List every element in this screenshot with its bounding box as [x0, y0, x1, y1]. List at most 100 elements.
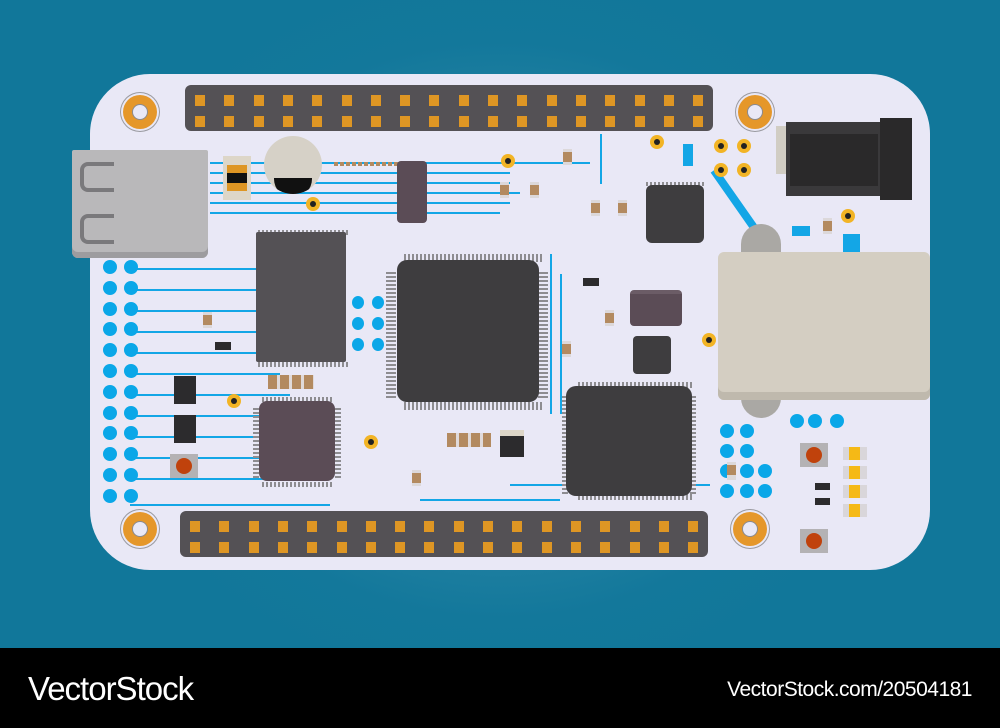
header-pin [365, 542, 376, 553]
chip-pins [253, 408, 259, 478]
header-pin [248, 542, 259, 553]
pad [372, 296, 384, 309]
pad [740, 464, 754, 478]
header-pin [629, 521, 640, 532]
usb-slot-icon [80, 162, 114, 192]
header-pin [483, 521, 493, 532]
pad [124, 405, 138, 420]
capacitor [630, 290, 682, 326]
small-chip [633, 336, 671, 374]
header-pin [190, 542, 200, 553]
header-pin [400, 95, 411, 106]
trace [710, 168, 758, 230]
voltage-regulator [500, 430, 524, 466]
chip-pins [404, 402, 542, 410]
header-pin [517, 116, 528, 127]
chip-pins [258, 362, 350, 367]
pad [720, 484, 734, 498]
via [714, 139, 728, 153]
trace [550, 254, 552, 414]
bottom-pin-header [180, 511, 708, 557]
mounting-hole-bottom-right [733, 512, 767, 546]
fuse-body [227, 165, 247, 191]
header-pin [512, 542, 523, 553]
header-pin [370, 95, 381, 106]
trace [130, 352, 280, 354]
pad [758, 484, 772, 498]
chip-pins [538, 272, 548, 400]
circuit-board [72, 74, 930, 570]
pad [124, 343, 138, 358]
pad [720, 444, 734, 458]
header-pin [546, 95, 557, 106]
header-pin [424, 542, 435, 553]
header-pin [336, 521, 347, 532]
user-button-2[interactable] [800, 529, 828, 553]
pad [124, 488, 138, 503]
resistor [530, 182, 539, 198]
chip-pins [386, 272, 396, 400]
resistor-array [447, 433, 491, 447]
pad [352, 317, 364, 330]
resistor-array [268, 375, 314, 389]
via [501, 154, 515, 168]
header-pin [400, 116, 411, 127]
dc-power-jack [786, 122, 882, 196]
transistor [174, 376, 196, 404]
resistor [412, 470, 421, 486]
via [737, 139, 751, 153]
coin-battery [264, 136, 322, 194]
header-pin [224, 116, 235, 127]
diode [215, 342, 231, 350]
via [841, 209, 855, 223]
pad [740, 424, 754, 438]
trace [130, 436, 290, 438]
header-pin [248, 521, 259, 532]
battery-mark-icon [274, 178, 312, 194]
chip-pins [335, 408, 341, 478]
memory-chip [256, 232, 346, 362]
header-pin [341, 116, 352, 127]
pad [124, 260, 138, 274]
header-pin [307, 521, 318, 532]
user-button-1[interactable] [800, 443, 828, 467]
pad [124, 364, 138, 378]
trace [130, 310, 300, 312]
trace [130, 373, 280, 375]
qfp-chip [259, 401, 335, 481]
header-pin [483, 542, 493, 553]
watermark-bar: VectorStock VectorStock.com/20504181 [0, 648, 1000, 728]
ethernet-tab [741, 224, 781, 254]
pad [124, 447, 138, 462]
status-led-2 [843, 466, 867, 479]
mounting-hole-top-right [738, 95, 772, 129]
usb-port [72, 150, 208, 258]
watermark-brand: VectorStock [28, 670, 194, 707]
trace [210, 202, 510, 204]
header-pin [634, 95, 645, 106]
header-pin [312, 95, 323, 106]
pad [352, 338, 364, 351]
header-pin [634, 116, 645, 127]
pad [103, 405, 117, 420]
pad [124, 468, 138, 482]
top-pin-header [185, 85, 713, 131]
pad [103, 468, 117, 482]
trace [130, 504, 330, 506]
header-pin [336, 542, 347, 553]
main-processor [397, 260, 539, 402]
pad [124, 384, 138, 399]
via [702, 333, 716, 347]
header-pin [219, 542, 230, 553]
dc-jack-socket [790, 134, 878, 186]
chip-pins [578, 382, 692, 388]
pad [792, 226, 810, 236]
resistor [562, 341, 571, 357]
reset-button[interactable] [170, 454, 198, 478]
dc-jack-back [880, 118, 912, 200]
pad [808, 414, 822, 428]
pad [103, 384, 117, 399]
pad [372, 317, 384, 330]
trace [130, 394, 290, 396]
trace [420, 499, 560, 501]
